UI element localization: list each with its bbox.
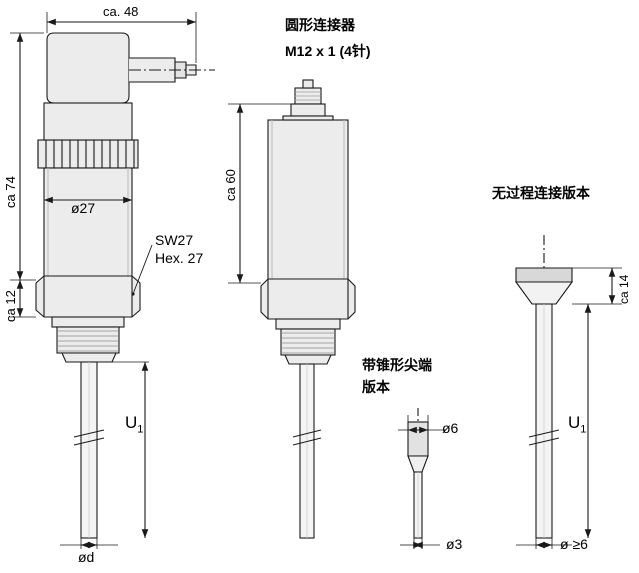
label-ca74: ca 74: [3, 176, 18, 208]
middle-thread: [275, 318, 341, 365]
middle-probe-stem: [292, 363, 322, 539]
dim-u1-left: [97, 361, 149, 538]
label-diameter-3: ø3: [446, 536, 463, 552]
label-ca14: ca 14: [617, 274, 631, 304]
no-process-connection-version: [514, 235, 622, 549]
label-connector-title-2: M12 x 1 (4针): [285, 43, 371, 59]
label-tapered-title-2: 版本: [362, 380, 390, 396]
left-angled-connector: [46, 32, 215, 104]
left-hex-nut: [35, 275, 141, 318]
label-diameter-ge6: ø ≥6: [560, 536, 588, 552]
middle-sensor-body: [267, 115, 349, 281]
middle-m12-connector: [290, 79, 326, 117]
label-sw27: SW27: [155, 232, 194, 248]
tapered-tip-version: [398, 408, 446, 549]
label-ca12: ca 12: [3, 290, 18, 322]
dim-dd: [60, 538, 118, 549]
label-tapered-title-1: 带锥形尖端: [362, 358, 432, 374]
label-u1-left: U1: [125, 413, 144, 436]
label-u1-left-sub: 1: [137, 423, 144, 436]
middle-hex-nut: [260, 278, 356, 320]
label-no-process-title: 无过程连接版本: [492, 186, 590, 202]
label-diameter-d: ød: [78, 549, 95, 565]
label-u1-right: U1: [568, 413, 587, 436]
left-probe-stem: [73, 361, 105, 539]
leader-sw27: [131, 244, 153, 296]
label-top-width: ca. 48: [103, 4, 139, 19]
left-thread: [51, 316, 125, 363]
label-connector-title-1: 圆形连接器: [285, 18, 355, 34]
label-diameter-6: ø6: [442, 420, 459, 436]
dim-ca60: [228, 103, 291, 284]
left-sensor-body: [43, 167, 133, 279]
left-ribbed-collar: [37, 102, 139, 169]
dim-top-width: [46, 12, 197, 63]
label-diameter-27: ø27: [71, 200, 96, 216]
label-ca60: ca 60: [223, 169, 238, 201]
label-hex27: Hex. 27: [155, 250, 204, 266]
dim-ca12: [10, 280, 36, 318]
label-u1-right-sub: 1: [580, 423, 587, 436]
